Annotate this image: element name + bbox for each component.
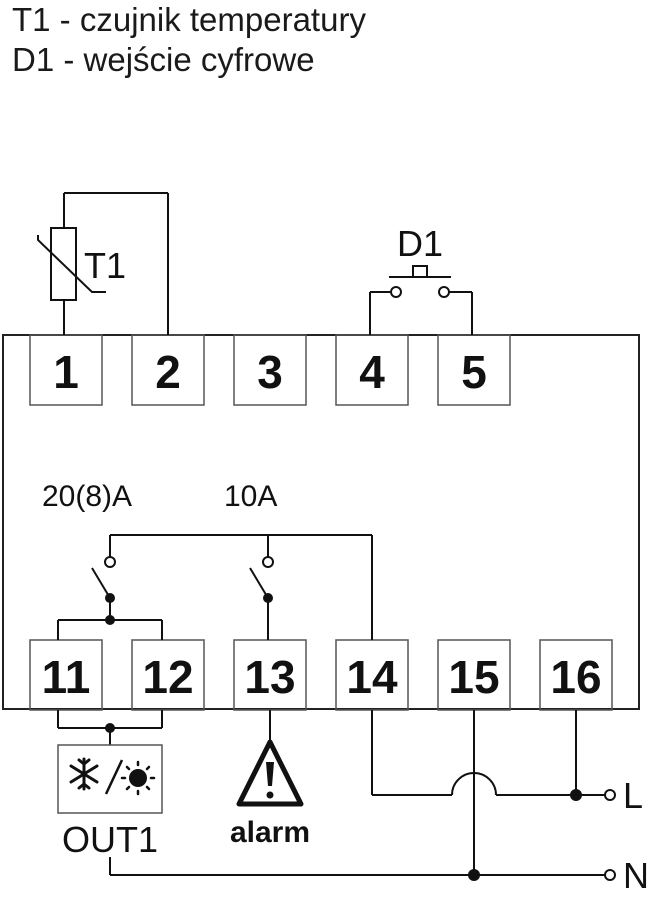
legend-line-t1: T1 - czujnik temperatury (12, 1, 366, 38)
terminal-1: 1 (29, 334, 103, 406)
terminal-13-label: 13 (244, 651, 295, 703)
supply-neutral-label: N (623, 855, 649, 896)
warning-triangle-icon (236, 739, 304, 807)
terminal-5-label: 5 (461, 346, 487, 398)
relay-wiring (57, 534, 373, 640)
push-button-icon (369, 265, 473, 335)
sun-icon (120, 760, 156, 796)
terminal-15-label: 15 (448, 651, 499, 703)
sensor-label: T1 (84, 245, 126, 286)
terminal-2-label: 2 (155, 346, 181, 398)
terminal-3: 3 (233, 334, 307, 406)
alarm-label: alarm (230, 816, 310, 849)
terminal-11: 11 (29, 639, 103, 711)
out1-mode-icon (57, 744, 163, 814)
terminal-15: 15 (437, 639, 511, 711)
terminal-11-label: 11 (42, 651, 91, 703)
terminal-1-label: 1 (53, 346, 79, 398)
terminal-13: 13 (233, 639, 307, 711)
legend: T1 - czujnik temperatury D1 - wejście cy… (12, 0, 366, 80)
digital-input-label: D1 (397, 223, 443, 264)
supply-terminals (604, 789, 616, 881)
relay-rating-alarm: 10A (224, 480, 277, 513)
terminal-12-label: 12 (142, 651, 193, 703)
relay-rating-out1: 20(8)A (42, 480, 132, 513)
junction-dots (105, 723, 582, 881)
terminal-16-label: 16 (550, 651, 601, 703)
terminal-12: 12 (131, 639, 205, 711)
terminal-14-label: 14 (346, 651, 398, 703)
terminal-4: 4 (335, 334, 409, 406)
supply-line-label: L (623, 775, 643, 816)
snowflake-icon (69, 757, 99, 791)
bottom-terminal-block: 11 12 13 14 15 16 (29, 639, 613, 711)
terminal-3-label: 3 (257, 346, 283, 398)
out1-label: OUT1 (62, 819, 158, 860)
controller-housing (2, 334, 640, 710)
sensor-t1-wiring (63, 192, 169, 335)
thermistor-icon (37, 227, 106, 301)
terminal-16: 16 (539, 639, 613, 711)
terminal-14: 14 (335, 639, 409, 711)
slash-divider (104, 759, 124, 795)
terminal-2: 2 (131, 334, 205, 406)
external-wiring (57, 710, 605, 876)
terminal-5: 5 (437, 334, 511, 406)
relay-contacts (104, 556, 274, 625)
top-terminal-block: 1 2 3 4 5 (29, 334, 511, 406)
terminal-4-label: 4 (359, 346, 385, 398)
legend-line-d1: D1 - wejście cyfrowe (12, 41, 315, 78)
